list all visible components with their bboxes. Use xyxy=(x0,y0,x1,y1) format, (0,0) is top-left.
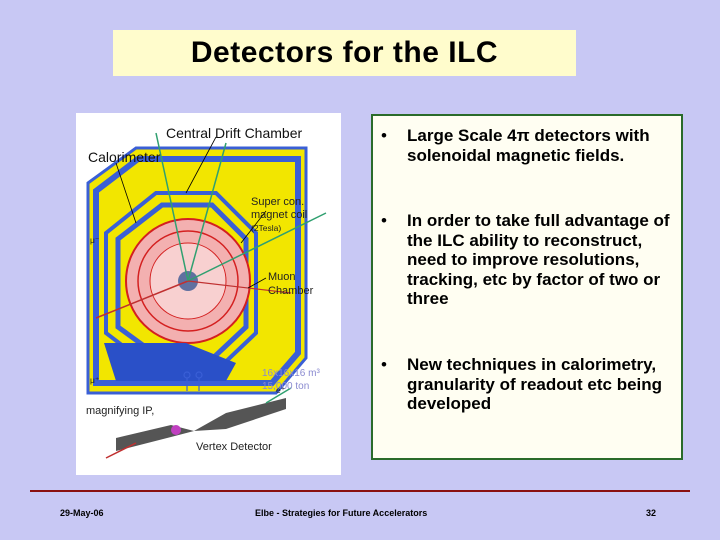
bullet-text: In order to take full advantage of the I… xyxy=(407,211,670,308)
label-chamber: Chamber xyxy=(268,285,314,297)
footer-date: 29-May-06 xyxy=(60,508,104,518)
bullet-text: New techniques in calorimetry, granulari… xyxy=(407,355,663,413)
label-spec-size: 16x16x16 m³ xyxy=(262,368,320,379)
label-spec-weight: 15,000 ton xyxy=(262,381,310,392)
label-magnifying-ip: magnifying IP, xyxy=(86,405,155,417)
track-1 xyxy=(95,280,189,319)
label-vertex-detector: Vertex Detector xyxy=(196,441,272,453)
leader-cdc xyxy=(185,136,217,194)
track-5 xyxy=(187,280,292,294)
label-mu-left: μ⁻ xyxy=(90,235,100,245)
detector-drawing xyxy=(86,132,327,459)
track-4 xyxy=(155,132,189,282)
bullet-item: • New techniques in calorimetry, granula… xyxy=(381,355,679,414)
title-box: Detectors for the ILC xyxy=(113,30,576,76)
label-central-drift-chamber: Central Drift Chamber xyxy=(166,125,303,141)
beam-pipe-drawing xyxy=(105,387,292,459)
leader-muon xyxy=(247,277,267,289)
leader-calo xyxy=(115,162,137,224)
label-muon: Muon xyxy=(268,271,296,283)
track-3 xyxy=(187,212,327,282)
detector-inner-band xyxy=(115,202,249,362)
footer-title: Elbe - Strategies for Future Accelerator… xyxy=(255,508,428,518)
leader-coil xyxy=(240,210,267,244)
label-super-con: Super con. xyxy=(251,196,305,208)
endcap-lower xyxy=(104,343,236,381)
label-calorimeter: Calorimeter xyxy=(88,149,161,165)
label-tesla: (2Tesla) xyxy=(251,223,282,233)
label-mu-right: μ⁺ xyxy=(90,375,100,385)
detector-figure: Central Drift Chamber Calorimeter Super … xyxy=(76,113,341,475)
page-number: 32 xyxy=(646,508,657,518)
drift-chamber-ring xyxy=(137,230,239,332)
track-2 xyxy=(187,142,227,282)
bullet-marker: • xyxy=(381,355,387,374)
page-title: Detectors for the ILC xyxy=(190,36,499,69)
human-figures-icon xyxy=(182,371,204,391)
bullet-item: • In order to take full advantage of the… xyxy=(381,211,679,309)
detector-blue-band xyxy=(93,156,301,386)
label-e-plus: e⁺ xyxy=(276,385,286,395)
bullet-text: Large Scale 4π detectors with solenoidal… xyxy=(407,126,650,165)
footer-rule xyxy=(30,490,690,492)
label-magnet-coil: magnet coil xyxy=(251,209,308,221)
bullet-marker: • xyxy=(381,211,387,230)
bullet-marker: • xyxy=(381,126,387,145)
bullet-box: • Large Scale 4π detectors with solenoid… xyxy=(371,114,683,460)
bullet-item: • Large Scale 4π detectors with solenoid… xyxy=(381,126,679,165)
